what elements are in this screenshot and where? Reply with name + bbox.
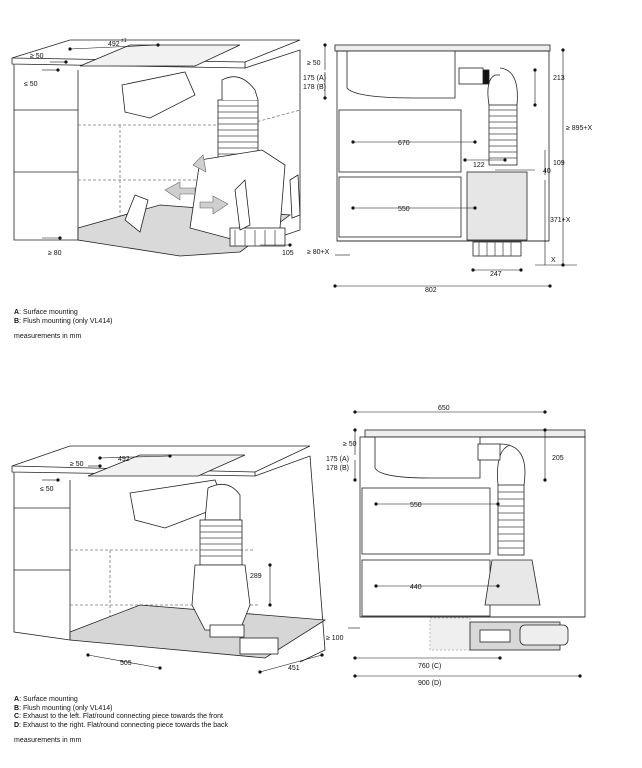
top-persp-width-tolerance: ±1: [121, 38, 127, 44]
top-side-802-label: 802: [425, 287, 437, 294]
bottom-side-178-label: 178 (B): [326, 465, 349, 472]
top-side-670-label: 670: [398, 140, 410, 147]
bottom-persp-le50-label: ≤ 50: [40, 486, 54, 493]
top-side-view-drawing: ≥ 50 175 (A) 178 (B) 670 550 122 40 109 …: [303, 43, 593, 294]
top-persp-width-label: 492: [108, 41, 120, 48]
top-persp-105-label: 105: [282, 250, 294, 257]
bottom-perspective-drawing: ≥ 50 492 ≤ 50 289 505 451: [11, 445, 327, 674]
bottom-side-205-label: 205: [552, 455, 564, 462]
bottom-legend: A: Surface mounting B: Flush mounting (o…: [14, 696, 228, 730]
bottom-side-900-label: 900 (D): [418, 680, 441, 687]
bottom-persp-451-label: 451: [288, 665, 300, 672]
bottom-measurement-note: measurements in mm: [14, 737, 82, 744]
top-side-109-label: 109: [553, 160, 565, 167]
bottom-side-550-label: 550: [410, 502, 422, 509]
top-side-178-label: 178 (B): [303, 84, 326, 91]
top-perspective-drawing: 492 ±1 ≥ 50 ≤ 50 ≥ 80 105: [11, 38, 301, 257]
bottom-legend-item-d: D: Exhaust to the right. Flat/round conn…: [14, 721, 229, 729]
bottom-persp-505-label: 505: [120, 660, 132, 667]
top-legend: A: Surface mounting B: Flush mounting (o…: [14, 309, 112, 326]
top-side-895-label: ≥ 895+X: [566, 125, 593, 132]
bottom-legend-item-c: C: Exhaust to the left. Flat/round conne…: [14, 713, 223, 720]
bottom-side-view-drawing: 650 ≥ 50 175 (A) 178 (B) 205 550 440 ≥ 1…: [326, 405, 586, 687]
bottom-persp-492-label: 492: [118, 456, 130, 463]
bottom-persp-ge50-label: ≥ 50: [70, 461, 84, 468]
top-side-371-label: 371+X: [550, 217, 571, 224]
top-persp-ge80-label: ≥ 80: [48, 250, 62, 257]
top-side-40-label: 40: [543, 168, 551, 175]
top-legend-item-a: A: Surface mounting: [14, 309, 78, 316]
top-persp-le50-label: ≤ 50: [24, 81, 38, 88]
top-side-213-label: 213: [553, 75, 565, 82]
top-side-122-label: 122: [473, 162, 485, 169]
top-side-247-label: 247: [490, 271, 502, 278]
bottom-side-175-label: 175 (A): [326, 456, 349, 463]
top-side-175-label: 175 (A): [303, 75, 326, 82]
top-legend-item-b: B: Flush mounting (only VL414): [14, 317, 113, 325]
bottom-legend-item-a: A: Surface mounting: [14, 696, 78, 703]
bottom-persp-289-label: 289: [250, 573, 262, 580]
bottom-side-760-label: 760 (C): [418, 663, 441, 670]
top-side-550-label: 550: [398, 206, 410, 213]
bottom-legend-item-b: B: Flush mounting (only VL414): [14, 704, 113, 712]
bottom-side-ge50-label: ≥ 50: [343, 441, 357, 448]
top-side-x-label: X: [551, 257, 556, 264]
bottom-side-650-label: 650: [438, 405, 450, 412]
top-side-80x-label: ≥ 80+X: [307, 249, 330, 256]
top-measurement-note: measurements in mm: [14, 333, 82, 340]
top-side-ge50-label: ≥ 50: [307, 60, 321, 67]
bottom-side-440-label: 440: [410, 584, 422, 591]
top-persp-ge50-label: ≥ 50: [30, 53, 44, 60]
bottom-side-ge100-label: ≥ 100: [326, 635, 344, 642]
